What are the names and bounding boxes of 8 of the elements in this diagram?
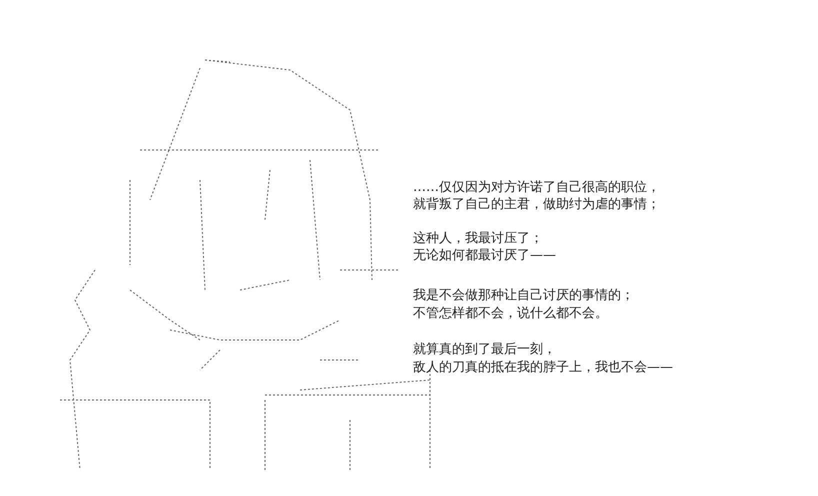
- dialogue-line: 无论如何都最讨厌了——: [413, 248, 556, 264]
- dialogue-line: 这种人，我最讨压了；: [413, 231, 543, 247]
- dialogue-line: 敌人的刀真的抵在我的脖子上，我也不会——: [413, 360, 673, 376]
- dialogue-line: 我是不会做那种让自己讨厌的事情的；: [413, 288, 634, 304]
- dialogue-line: 不管怎样都不会，说什么都不会。: [413, 306, 608, 322]
- dialogue-line: 就算真的到了最后一刻，: [413, 342, 556, 358]
- dialogue-line: 就背叛了自己的主君，做助纣为虐的事情；: [413, 197, 660, 213]
- dialogue-line: ……仅仅因为对方许诺了自己很高的职位，: [413, 180, 660, 196]
